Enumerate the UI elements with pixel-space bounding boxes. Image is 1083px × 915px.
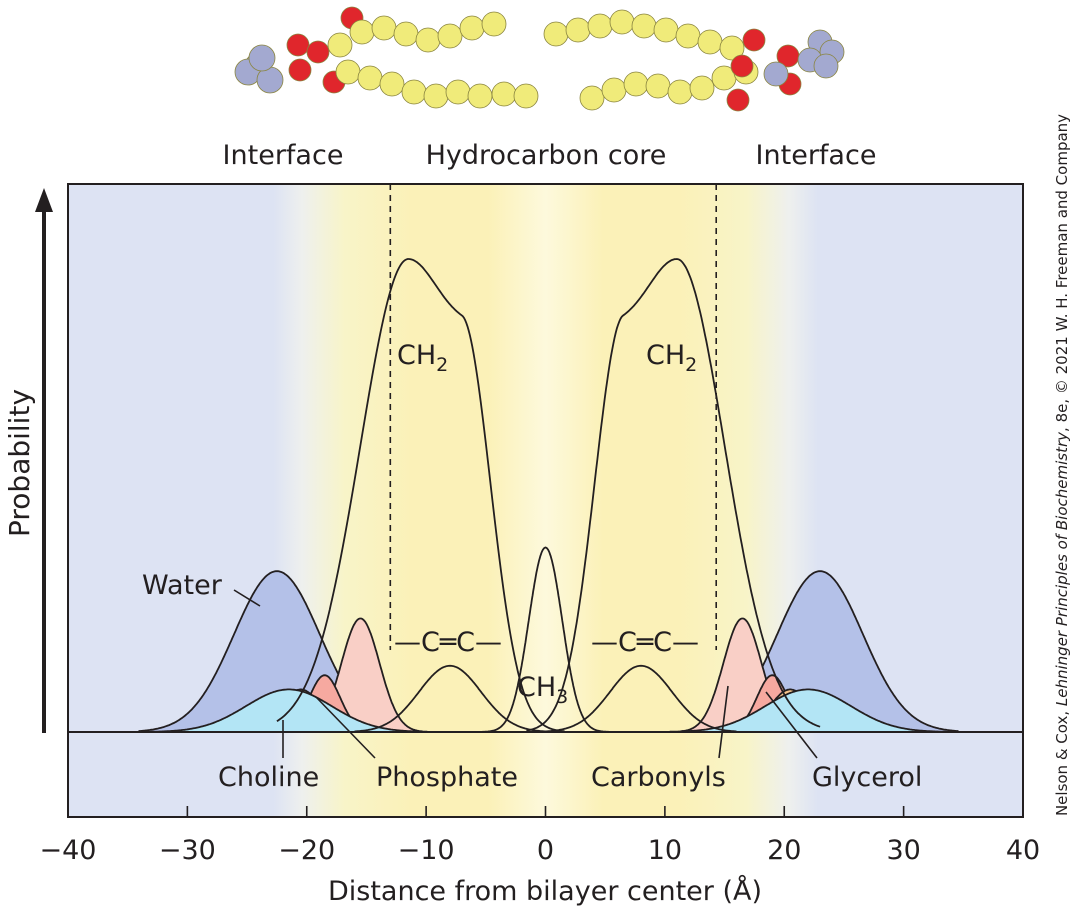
oxygen-atom xyxy=(288,58,312,82)
tail-upper-right-atom xyxy=(719,35,745,61)
tail-lower-left-atom xyxy=(401,79,427,105)
tail-upper-left-atom xyxy=(481,11,507,37)
region-label-interface-left: Interface xyxy=(223,140,344,171)
tail-upper-right-atom xyxy=(675,23,701,49)
tail-upper-right-atom xyxy=(609,9,635,35)
oxygen-atom xyxy=(742,28,766,52)
tail-upper-left-atom xyxy=(459,15,485,41)
double-bond-left-label: —C═C— xyxy=(394,627,502,658)
carbonyls-leader-line xyxy=(718,685,729,759)
x-tick-label--10: −10 xyxy=(398,835,455,866)
y-axis-label: Probability xyxy=(3,389,36,537)
tail-upper-right-atom xyxy=(631,13,657,39)
probability-curves xyxy=(138,258,959,733)
tail-lower-left-atom xyxy=(491,81,517,107)
tail-upper-left-atom xyxy=(371,15,397,41)
tail-lower-left-atom xyxy=(467,83,493,109)
ch2-curve-left xyxy=(276,258,565,733)
y-axis: Probability xyxy=(3,188,53,733)
tail-lower-right-atom xyxy=(689,75,715,101)
nitrogen-atom xyxy=(248,44,276,72)
tail-lower-right-atom xyxy=(579,85,605,111)
glycerol-leader-line xyxy=(765,691,818,759)
tail-lower-right-atom xyxy=(623,71,649,97)
choline-label: Choline xyxy=(218,762,319,793)
nitrogen-atom xyxy=(763,61,789,87)
tail-lower-right-atom xyxy=(667,79,693,105)
tail-upper-left-atom xyxy=(415,27,441,53)
ch2-left-label: CH2 xyxy=(397,340,448,376)
tail-upper-right-atom xyxy=(697,29,723,55)
tail-upper-left-atom xyxy=(349,19,375,45)
tail-lower-left-atom xyxy=(379,71,405,97)
double-bond-peak-left xyxy=(354,664,546,733)
water-label: Water xyxy=(142,570,223,601)
region-label-interface-right: Interface xyxy=(756,140,877,171)
lipid-molecule-illustration xyxy=(234,6,845,112)
glycerol-label: Glycerol xyxy=(812,762,922,793)
x-tick-label--40: −40 xyxy=(40,835,97,866)
oxygen-atom xyxy=(306,40,330,64)
x-tick-label-30: 30 xyxy=(886,835,920,866)
x-tick-label--30: −30 xyxy=(159,835,216,866)
region-label-core: Hydrocarbon core xyxy=(426,140,667,171)
phosphate-leader-line xyxy=(315,696,376,759)
water-leader-line xyxy=(233,589,261,607)
x-tick-label-20: 20 xyxy=(767,835,801,866)
x-axis-label: Distance from bilayer center (Å) xyxy=(328,875,762,907)
tail-upper-right-atom xyxy=(565,17,591,43)
ch3-label: CH3 xyxy=(517,672,568,708)
tail-upper-left-atom xyxy=(437,23,463,49)
ch2-curve-right xyxy=(526,258,821,732)
tail-lower-left-atom xyxy=(357,65,383,91)
tail-lower-left-atom xyxy=(445,79,471,105)
y-axis-arrow-head xyxy=(35,188,53,212)
tail-upper-left-atom xyxy=(327,32,353,58)
x-axis-ticks: −40 −30 −20 −10 0 10 20 30 40 xyxy=(40,806,1040,866)
carbonyls-label: Carbonyls xyxy=(591,762,726,793)
tail-upper-right-atom xyxy=(653,17,679,43)
oxygen-atom xyxy=(726,88,750,112)
tail-lower-left-atom xyxy=(335,59,361,85)
ch3-peak xyxy=(467,546,624,733)
double-bond-peak-right xyxy=(545,664,737,733)
x-tick-label-10: 10 xyxy=(648,835,682,866)
ch2-right-label: CH2 xyxy=(646,340,697,376)
tail-upper-right-atom xyxy=(587,13,613,39)
tail-lower-left-atom xyxy=(423,83,449,109)
nitrogen-atom xyxy=(813,53,839,79)
x-tick-label-0: 0 xyxy=(537,835,554,866)
tail-upper-right-atom xyxy=(543,21,569,47)
oxygen-atom xyxy=(730,54,754,78)
oxygen-atom xyxy=(286,33,310,57)
tail-upper-left-atom xyxy=(393,21,419,47)
phosphate-label: Phosphate xyxy=(376,762,518,793)
tail-lower-right-atom xyxy=(601,77,627,103)
double-bond-right-label: —C═C— xyxy=(591,627,699,658)
x-tick-label--20: −20 xyxy=(278,835,335,866)
x-tick-label-40: 40 xyxy=(1006,835,1040,866)
tail-lower-left-atom xyxy=(513,83,539,109)
tail-lower-right-atom xyxy=(645,73,671,99)
copyright-credit: Nelson & Cox, Lehninger Principles of Bi… xyxy=(1053,113,1071,817)
